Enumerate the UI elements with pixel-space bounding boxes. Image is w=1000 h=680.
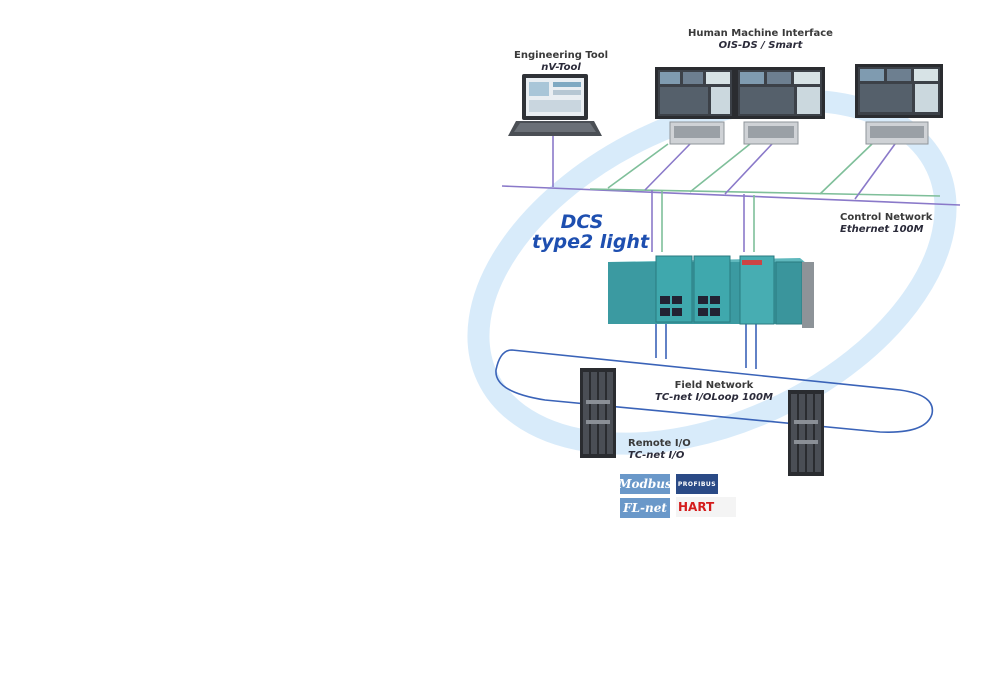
- control-network-line-purple: [501, 185, 961, 206]
- field-network-title: Field Network: [674, 380, 754, 391]
- control-network-line-green: [589, 188, 941, 197]
- field-network-loop: [495, 349, 934, 433]
- remote-io-rack-1: [580, 368, 616, 458]
- engineering-subtitle: nV-Tool: [541, 62, 581, 73]
- field-network-label: Field Network TC-net I/OLoop 100M: [655, 380, 773, 404]
- dcs-line2: type2 light: [532, 231, 650, 253]
- hmi-subtitle: OIS-DS / Smart: [718, 40, 803, 51]
- control-network-title: Control Network: [840, 212, 933, 223]
- field-drops: [655, 324, 757, 369]
- flnet-badge: FL-net: [620, 498, 670, 518]
- laptop-icon: [508, 74, 602, 136]
- hart-badge: HART: [676, 497, 736, 517]
- controller-links: [651, 190, 755, 252]
- remote-io-subtitle: TC-net I/O: [628, 450, 685, 461]
- dcs-label: DCS type2 light: [532, 211, 650, 253]
- control-network-label: Control Network Ethernet 100M: [840, 212, 932, 236]
- modbus-badge: Modbus: [618, 474, 672, 494]
- hmi-links: [607, 143, 896, 200]
- hmi-monitor-2: [735, 67, 825, 145]
- dcs-controller: [608, 255, 814, 328]
- control-network-subtitle: Ethernet 100M: [840, 224, 924, 235]
- field-network-subtitle: TC-net I/OLoop 100M: [655, 392, 773, 403]
- engineering-label: Engineering Tool nV-Tool: [514, 50, 608, 74]
- hmi-label: Human Machine Interface OIS-DS / Smart: [688, 28, 833, 52]
- profibus-badge: PROFIBUS: [676, 474, 718, 494]
- remote-io-label: Remote I/O TC-net I/O: [628, 438, 691, 462]
- hmi-monitor-1: [655, 67, 735, 145]
- dcs-boundary-ellipse: [467, 89, 957, 455]
- remote-io-rack-2: [788, 390, 824, 476]
- hmi-monitor-3: [855, 64, 943, 145]
- engineering-title: Engineering Tool: [514, 50, 608, 61]
- hmi-title: Human Machine Interface: [688, 28, 833, 39]
- dcs-line1: DCS: [560, 211, 604, 233]
- remote-io-title: Remote I/O: [628, 438, 691, 449]
